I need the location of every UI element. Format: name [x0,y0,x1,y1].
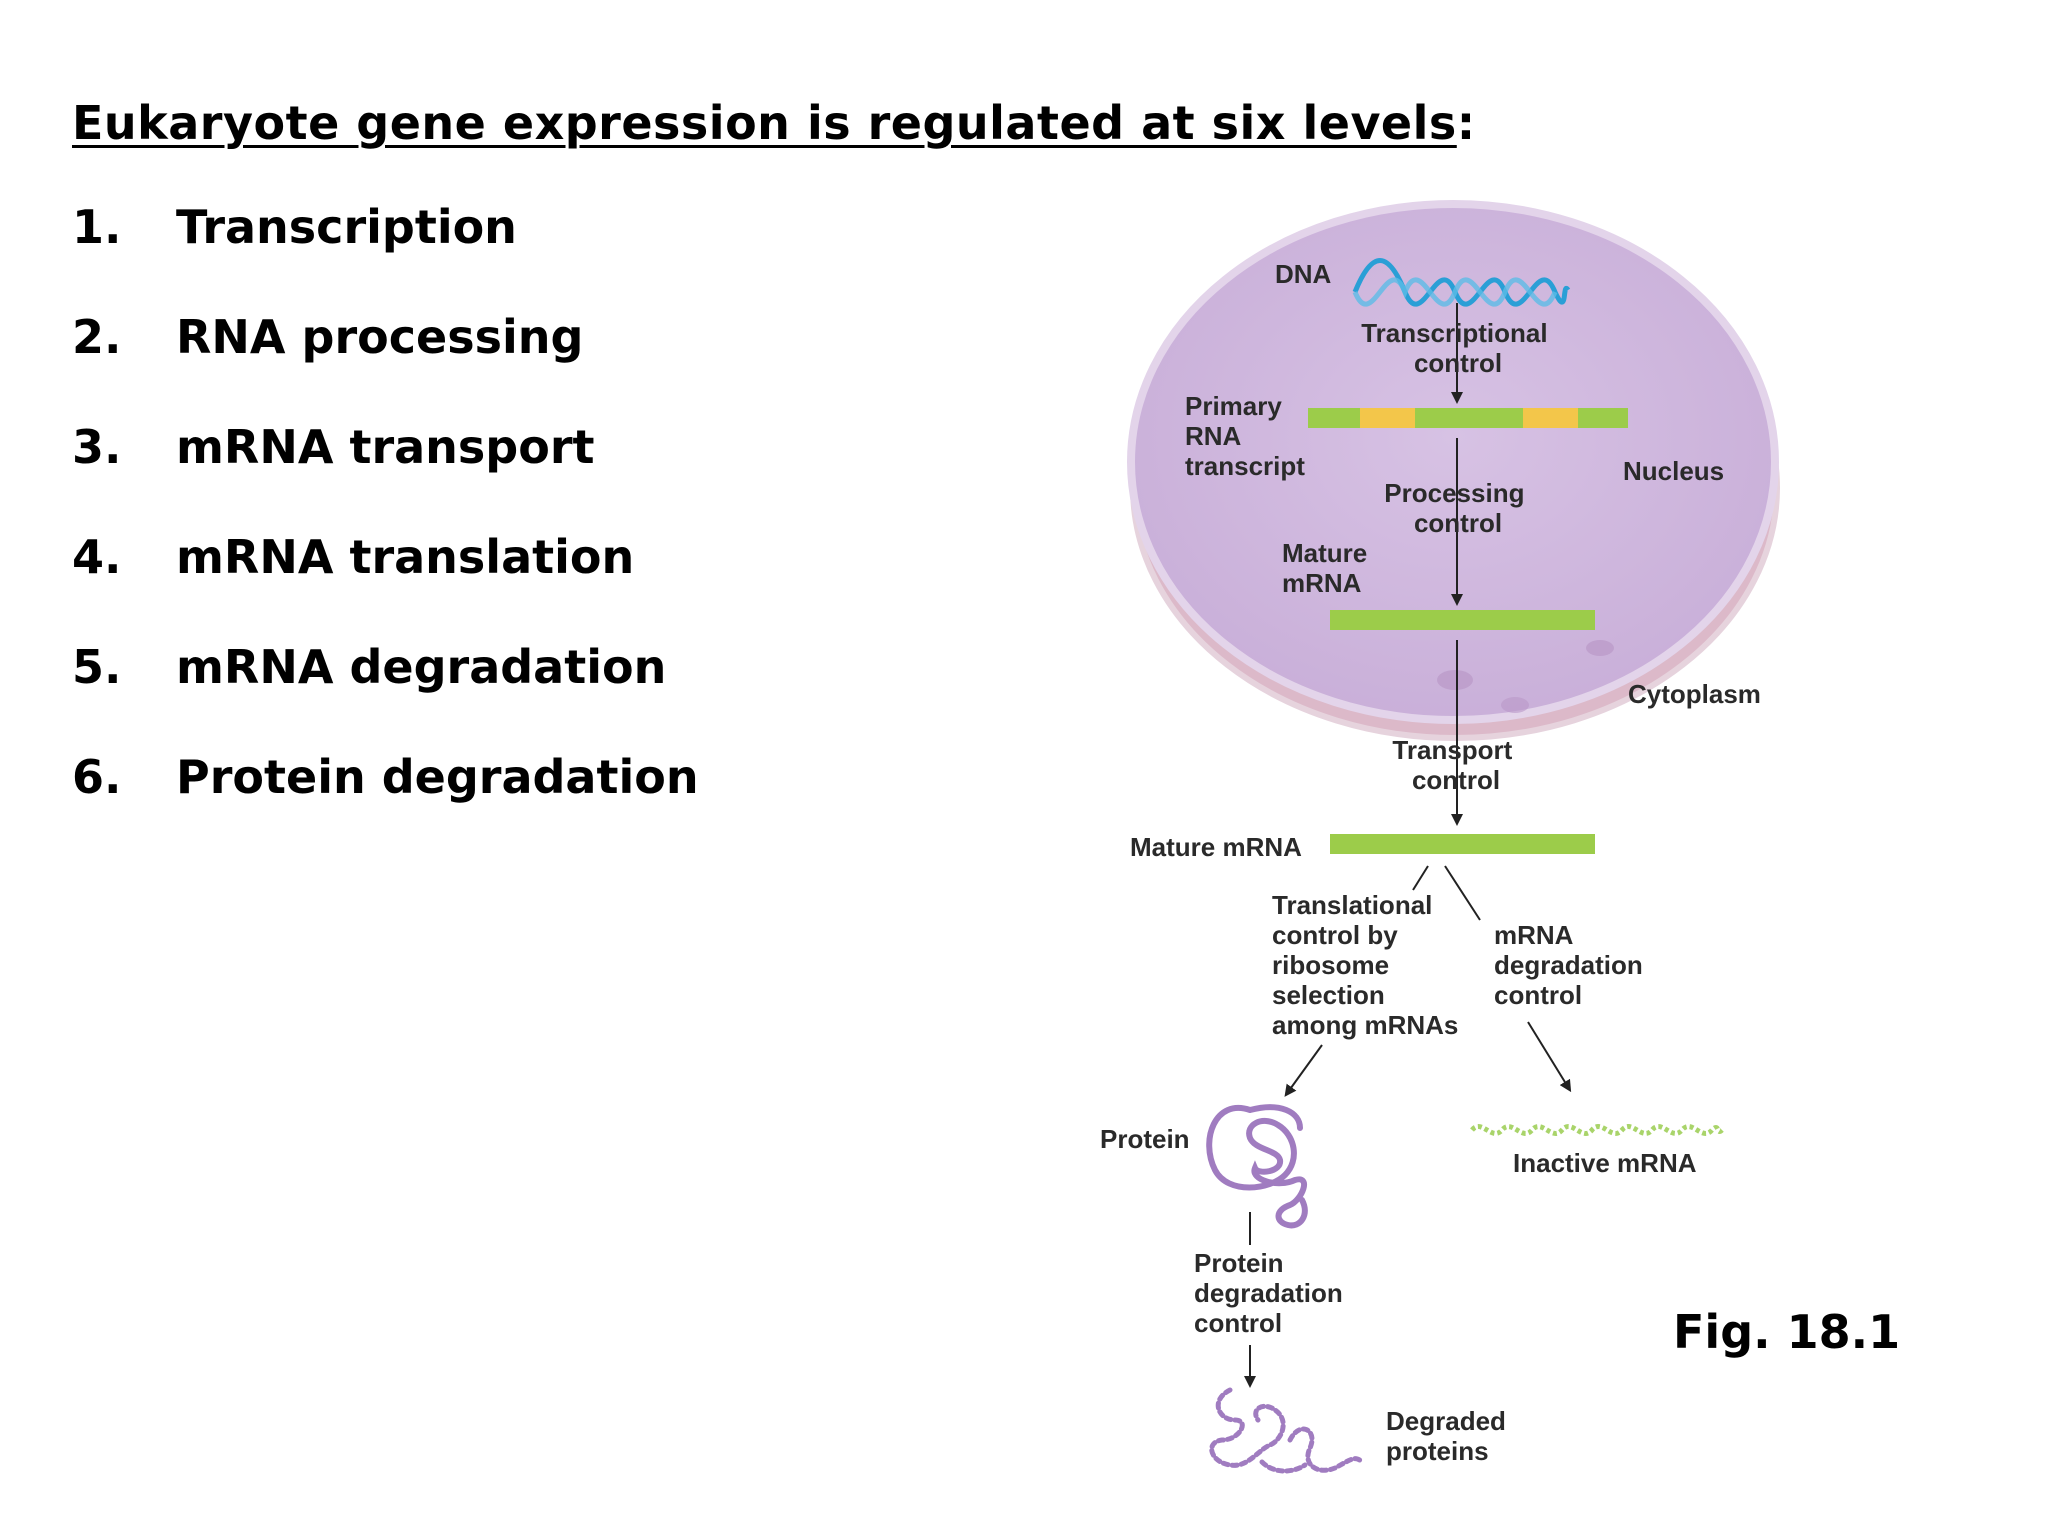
transcriptional-control-label: Transcriptional control [1361,318,1555,378]
list-item-label: mRNA translation [176,530,635,584]
inactive-mrna-label: Inactive mRNA [1513,1148,1697,1178]
mature-mrna-nucleus-label: Mature mRNA [1282,538,1374,598]
transport-control-label: Transport control [1392,735,1519,795]
cytoplasm-label: Cytoplasm [1628,679,1761,709]
mrna-degradation-control-label: mRNA degradation control [1494,920,1650,1010]
list-item-number: 4. [72,530,122,584]
list-item: 2. RNA processing [72,310,699,420]
translational-control-label: Translational control by ribosome select… [1272,890,1458,1040]
processing-control-label: Processing control [1384,478,1531,538]
degraded-proteins-icon [1209,1387,1365,1474]
nucleus-label: Nucleus [1623,456,1724,486]
nucleus-shape [1127,200,1780,741]
dna-helix-icon [1352,258,1571,307]
list-item-number: 3. [72,420,122,474]
page-title: Eukaryote gene expression is regulated a… [72,96,1476,150]
figure-label: Fig. 18.1 [1673,1305,1901,1359]
inactive-mrna-icon [1470,1124,1724,1136]
list-item: 3. mRNA transport [72,420,699,530]
protein-label: Protein [1100,1124,1190,1154]
degraded-proteins-label: Degraded proteins [1386,1406,1513,1466]
protein-degradation-control-label: Protein degradation control [1194,1248,1350,1338]
primary-rna-transcript-bar [1308,408,1628,428]
list-item-number: 6. [72,750,122,804]
mature-mrna-nucleus-bar [1330,610,1595,630]
list-item-label: mRNA degradation [176,640,667,694]
list-item: 1. Transcription [72,200,699,310]
list-item: 6. Protein degradation [72,750,699,860]
list-item-number: 5. [72,640,122,694]
list-item: 4. mRNA translation [72,530,699,640]
to-inactive-mrna-arrow [1527,1021,1572,1093]
list-item-label: RNA processing [176,310,584,364]
list-item-label: mRNA transport [176,420,595,474]
mature-mrna-cytoplasm-bar [1330,834,1595,854]
translation-branch-line [1412,865,1429,891]
list-item-number: 2. [72,310,122,364]
mature-mrna-cytoplasm-label: Mature mRNA [1130,832,1302,862]
primary-rna-transcript-label: Primary RNA transcript [1185,391,1305,481]
to-protein-arrow [1284,1044,1323,1097]
dna-label: DNA [1275,259,1332,289]
list-item: 5. mRNA degradation [72,640,699,750]
regulation-levels-list: 1. Transcription 2. RNA processing 3. mRNA … [72,200,699,860]
list-item-label: Protein degradation [176,750,699,804]
list-item-number: 1. [72,200,122,254]
list-item-label: Transcription [176,200,517,254]
page-title-text: Eukaryote gene expression is regulated a… [72,96,1457,150]
protein-coil-icon [1206,1104,1308,1229]
page-title-colon: : [1456,96,1476,150]
degradation-branch-line [1444,865,1481,921]
